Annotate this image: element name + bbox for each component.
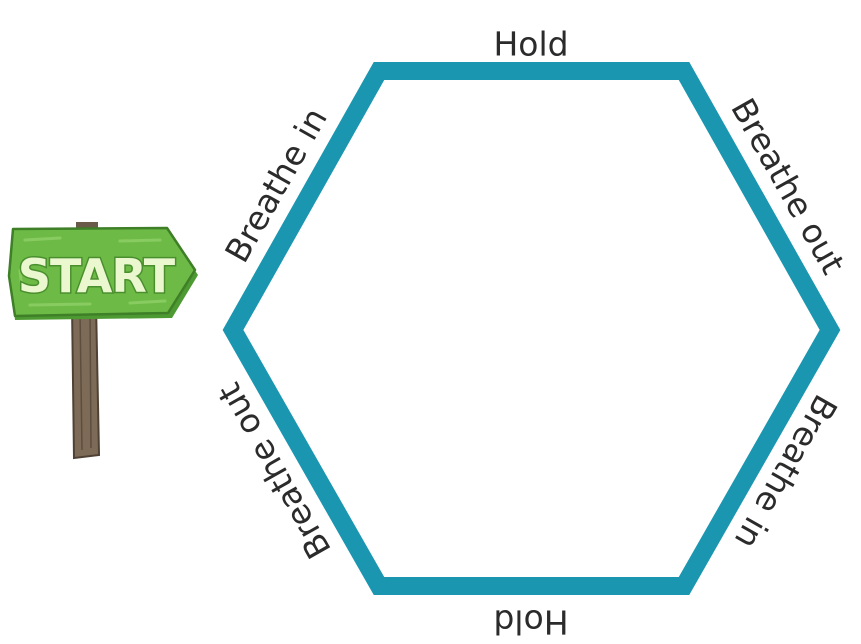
sign-post — [72, 303, 99, 458]
sign-label: START — [18, 249, 176, 303]
breathing-hexagon — [233, 71, 830, 586]
start-sign: START — [9, 222, 198, 458]
label-top-hold: Hold — [493, 25, 568, 64]
label-bottom-hold: Hold — [493, 603, 568, 642]
